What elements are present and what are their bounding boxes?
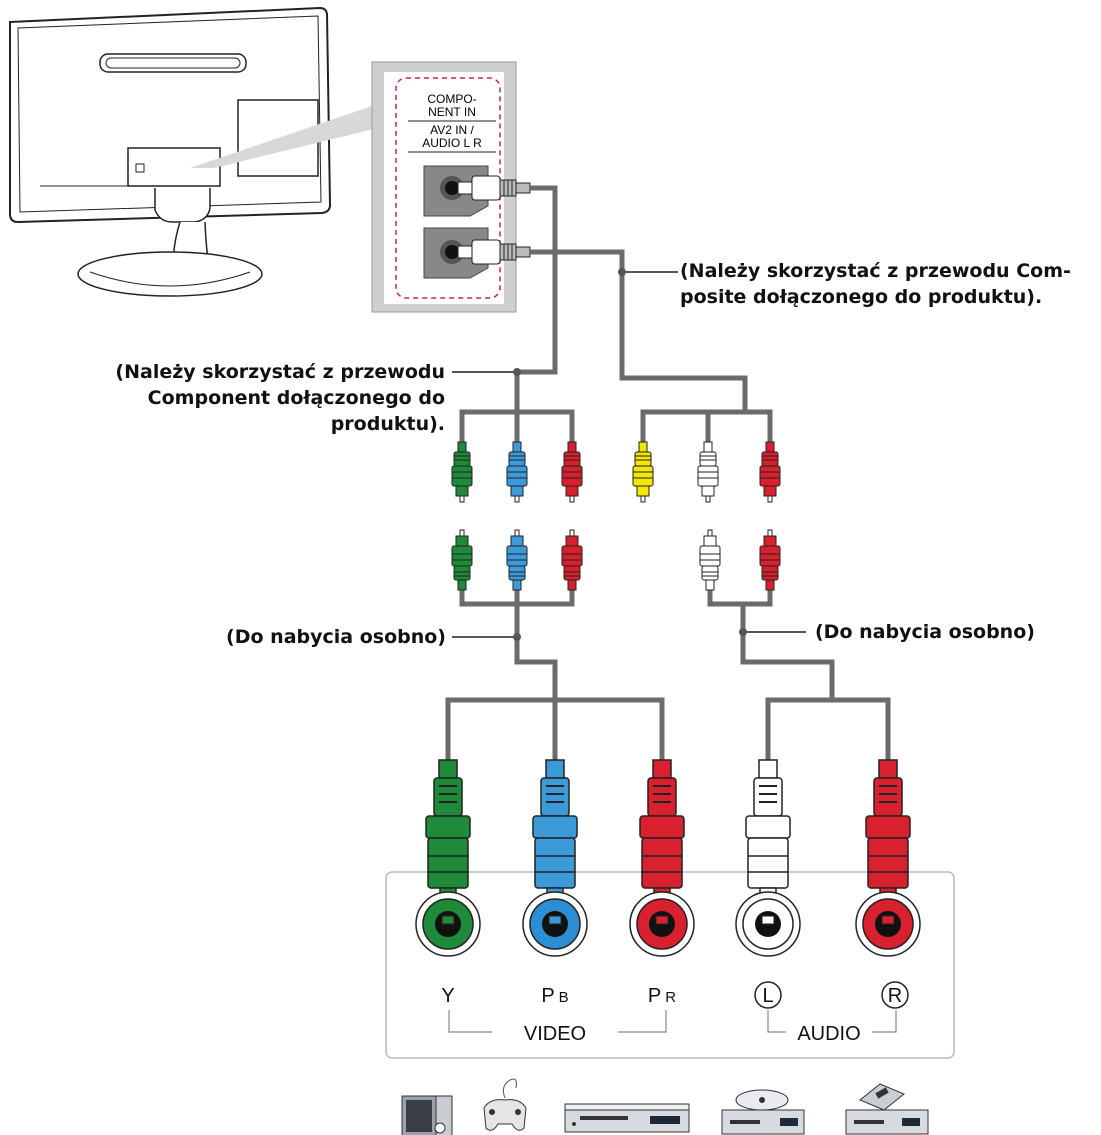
plug-red-audio-upper — [759, 441, 781, 503]
component-cable-note-line2: Component dołączonego do — [147, 387, 445, 409]
plug-green-upper — [451, 441, 473, 503]
pc-game-console-icon — [401, 1078, 527, 1135]
group-brackets — [448, 1010, 897, 1033]
plug-red-audio-lower — [759, 529, 781, 591]
composite-cable-note-line2: posite dołączonego do produktu). — [680, 286, 1043, 308]
panel-plug-component — [457, 175, 531, 201]
component-cable-note-line3: produktu). — [330, 413, 445, 435]
sold-separately-note-left: (Do nabycia osobno) — [150, 624, 446, 650]
panel-label-line1: COMPO- — [427, 92, 476, 106]
plug-green-lower — [451, 529, 473, 591]
plug-blue-lower — [506, 529, 528, 591]
set-top-box-icon — [845, 1083, 929, 1135]
label-l: L — [762, 985, 773, 1007]
plug-blue-upper — [506, 441, 528, 503]
composite-cable-note-line1: (Należy skorzystać z przewodu Com- — [680, 260, 1071, 282]
plug-white-upper — [697, 441, 719, 503]
panel-label-line4: AUDIO L R — [422, 136, 482, 150]
composite-cable-note: (Należy skorzystać z przewodu Com- posit… — [680, 258, 1071, 310]
audio-group-label: AUDIO — [797, 1023, 860, 1045]
sold-separately-right-text: (Do nabycia osobno) — [815, 621, 1035, 643]
lower-plug-row — [451, 529, 781, 591]
cable-lines — [445, 185, 891, 760]
upper-plug-row — [451, 441, 781, 503]
plug-yellow-upper — [632, 441, 654, 503]
panel-label-line3: AV2 IN / — [430, 123, 474, 137]
component-cable-note: (Należy skorzystać z przewodu Component … — [40, 359, 445, 437]
label-y: Y — [441, 985, 454, 1007]
annotation-leaders — [452, 268, 806, 641]
panel-plug-composite — [457, 239, 531, 265]
sold-separately-left-text: (Do nabycia osobno) — [226, 626, 446, 648]
dvd-player-icon — [721, 1089, 805, 1135]
vcr-icon — [564, 1103, 690, 1133]
label-l-circle — [754, 981, 782, 1009]
plug-red-upper — [561, 441, 583, 503]
label-r: R — [888, 985, 902, 1007]
plug-white-lower — [699, 529, 721, 591]
sold-separately-note-right: (Do nabycia osobno) — [815, 619, 1035, 645]
monitor-rear-view — [9, 6, 378, 297]
label-r-circle — [881, 981, 909, 1009]
input-panel-callout: COMPO- NENT IN AV2 IN / AUDIO L R — [371, 61, 531, 313]
video-group-label: VIDEO — [524, 1023, 586, 1045]
plug-red-lower — [561, 529, 583, 591]
component-cable-note-line1: (Należy skorzystać z przewodu — [115, 361, 445, 383]
device-jacks — [415, 891, 921, 957]
panel-label-line2: NENT IN — [428, 105, 476, 119]
